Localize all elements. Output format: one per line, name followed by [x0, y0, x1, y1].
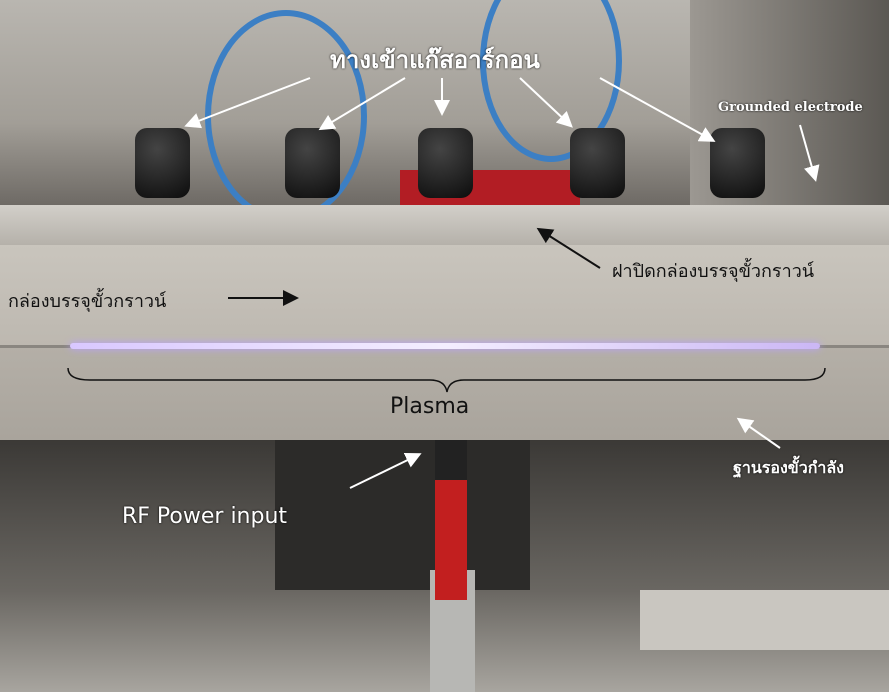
gas-fitting — [418, 128, 473, 198]
grounded-electrode-label: Grounded electrode — [718, 100, 863, 115]
metal-plate — [640, 590, 889, 650]
ground-box-label: กล่องบรรจุขั้วกราวน์ — [8, 291, 167, 312]
gas-fitting — [135, 128, 190, 198]
power-base-label: ฐานรองขั้วกำลัง — [733, 458, 844, 477]
argon-inlet-label: ทางเข้าแก๊สอาร์กอน — [330, 46, 540, 74]
plasma-discharge — [70, 343, 820, 349]
ground-electrode-box — [0, 245, 889, 345]
rf-cable — [435, 440, 467, 600]
lid-label: ฝาปิดกล่องบรรจุขั้วกราวน์ — [612, 261, 815, 282]
arrow — [184, 77, 311, 129]
plasma-label: Plasma — [390, 394, 470, 419]
gas-fitting — [285, 128, 340, 198]
gas-tube — [480, 0, 622, 162]
gas-fitting — [710, 128, 765, 198]
rf-input-label: RF Power input — [122, 504, 288, 529]
gas-fitting — [570, 128, 625, 198]
dark-block — [275, 440, 530, 590]
